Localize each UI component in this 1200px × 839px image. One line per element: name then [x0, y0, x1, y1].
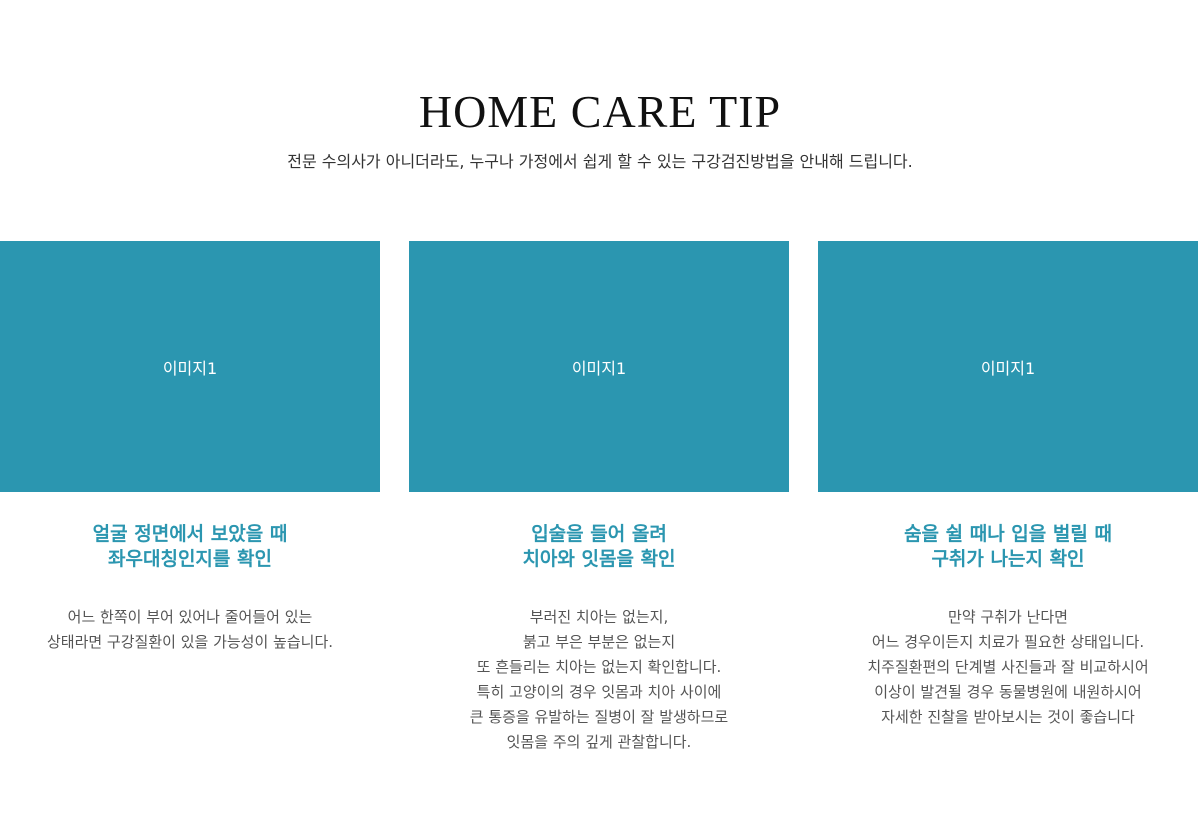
- tip-card-title: 숨을 쉴 때나 입을 벌릴 때 구취가 나는지 확인: [904, 523, 1112, 570]
- image-placeholder-label: 이미지1: [571, 358, 627, 378]
- tip-image-placeholder: 이미지1: [0, 241, 380, 492]
- tip-card-description: 부러진 치아는 없는지, 붉고 부은 부분은 없는지 또 흔들리는 치아는 없는…: [469, 608, 729, 751]
- tip-cards: 이미지1 얼굴 정면에서 보았을 때 좌우대칭인지를 확인 어느 한쪽이 부어 …: [0, 241, 1200, 801]
- tip-card-description: 만약 구취가 난다면 어느 경우이든지 치료가 필요한 상태입니다. 치주질환편…: [867, 608, 1149, 726]
- image-placeholder-label: 이미지1: [162, 358, 218, 378]
- tip-card-teeth-gums: 이미지1 입술을 들어 올려 치아와 잇몸을 확인 부러진 치아는 없는지, 붉…: [409, 241, 789, 755]
- tip-image-placeholder: 이미지1: [409, 241, 789, 492]
- page-title: HOME CARE TIP: [418, 86, 782, 137]
- page-subtitle: 전문 수의사가 아니더라도, 누구나 가정에서 쉽게 할 수 있는 구강검진방법…: [287, 152, 913, 171]
- tip-image-placeholder: 이미지1: [818, 241, 1198, 492]
- tip-card-bad-breath: 이미지1 숨을 쉴 때나 입을 벌릴 때 구취가 나는지 확인 만약 구취가 난…: [818, 241, 1198, 730]
- tip-card-title: 얼굴 정면에서 보았을 때 좌우대칭인지를 확인: [92, 523, 288, 570]
- tip-card-description: 어느 한쪽이 부어 있어나 줄어들어 있는 상태라면 구강질환이 있을 가능성이…: [46, 608, 334, 651]
- tip-card-symmetry: 이미지1 얼굴 정면에서 보았을 때 좌우대칭인지를 확인 어느 한쪽이 부어 …: [0, 241, 380, 655]
- image-placeholder-label: 이미지1: [980, 358, 1036, 378]
- section-header: HOME CARE TIP 전문 수의사가 아니더라도, 누구나 가정에서 쉽게…: [0, 82, 1200, 172]
- tip-card-title: 입술을 들어 올려 치아와 잇몸을 확인: [522, 523, 676, 570]
